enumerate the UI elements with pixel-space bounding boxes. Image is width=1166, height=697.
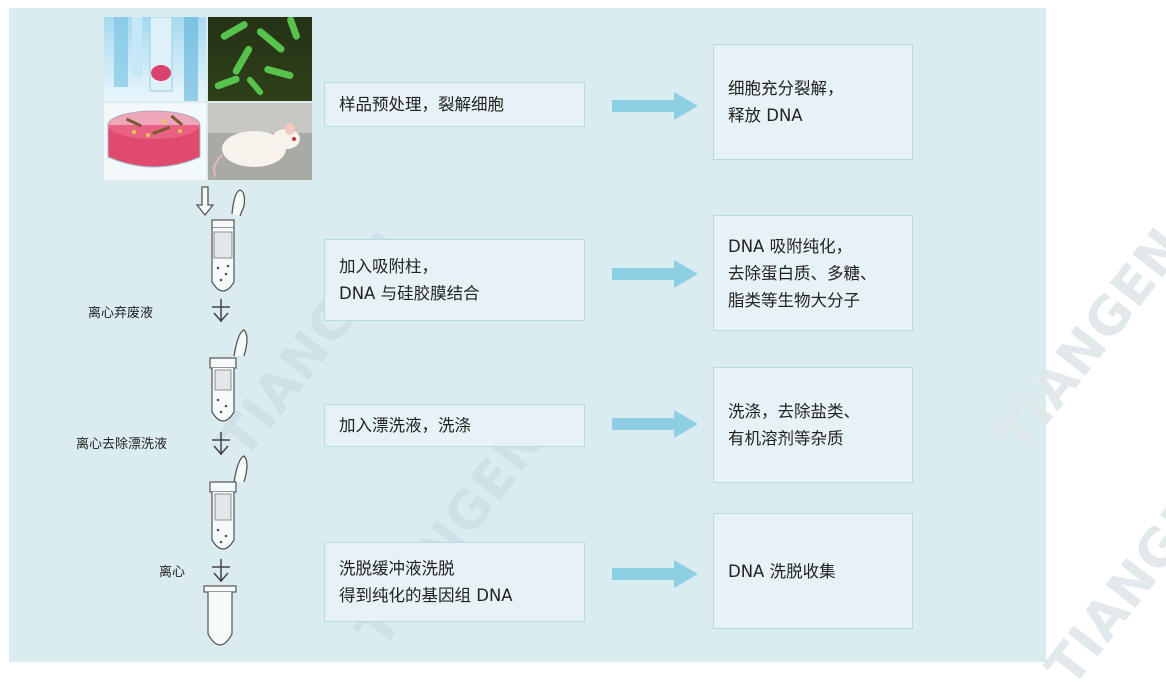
result-2-line-3: 脂类等生物大分子: [728, 290, 860, 310]
arrow-icon: [612, 560, 698, 588]
arrow-icon: [612, 410, 698, 438]
spin-column-icon: [209, 329, 248, 422]
collection-tube-icon: [203, 585, 237, 646]
process-box-4: 洗脱缓冲液洗脱 得到纯化的基因组 DNA: [324, 542, 585, 622]
result-box-1: 细胞充分裂解， 释放 DNA: [713, 44, 913, 160]
result-2-line-1: DNA 吸附纯化，: [728, 236, 853, 256]
result-box-3: 洗涤，去除盐类、 有机溶剂等杂质: [713, 367, 913, 483]
process-2-line-1: 加入吸附柱，: [339, 257, 438, 276]
result-2-line-2: 去除蛋白质、多糖、: [728, 263, 877, 283]
arrow-icon: [612, 92, 698, 120]
result-box-2: DNA 吸附纯化， 去除蛋白质、多糖、 脂类等生物大分子: [713, 215, 913, 331]
process-box-2: 加入吸附柱， DNA 与硅胶膜结合: [324, 239, 585, 321]
result-3-line-1: 洗涤，去除盐类、: [728, 402, 860, 421]
watermark-4: TIANGEN: [1035, 449, 1166, 697]
centrifuge-arrow-icon: [212, 559, 230, 583]
process-4-line-1: 洗脱缓冲液洗脱: [339, 559, 455, 578]
result-3-line-2: 有机溶剂等杂质: [728, 429, 844, 448]
side-label-centrifuge: 离心: [159, 565, 186, 580]
spin-column-icon: [209, 455, 248, 550]
process-4-line-2: 得到纯化的基因组 DNA: [339, 586, 513, 605]
centrifuge-arrow-icon: [212, 432, 230, 456]
result-1-line-1: 细胞充分裂解，: [728, 79, 844, 98]
arrow-icon: [612, 260, 698, 288]
process-box-1: 样品预处理，裂解细胞: [324, 82, 585, 127]
process-1-line-1: 样品预处理，裂解细胞: [339, 95, 504, 114]
spin-column-icon: [211, 189, 246, 292]
sample-photos: [104, 17, 312, 180]
down-arrow-icon: [195, 186, 215, 217]
centrifuge-arrow-icon: [212, 299, 230, 323]
process-3-line-1: 加入漂洗液，洗涤: [339, 416, 471, 435]
process-2-line-2: DNA 与硅胶膜结合: [339, 284, 480, 303]
result-4-line-1: DNA 洗脱收集: [728, 561, 836, 581]
result-1-line-2: 释放 DNA: [728, 106, 803, 125]
result-box-4: DNA 洗脱收集: [713, 513, 913, 629]
side-label-remove-wash: 离心去除漂洗液: [76, 437, 168, 452]
process-box-3: 加入漂洗液，洗涤: [324, 404, 585, 447]
side-label-discard: 离心弃废液: [88, 306, 154, 321]
